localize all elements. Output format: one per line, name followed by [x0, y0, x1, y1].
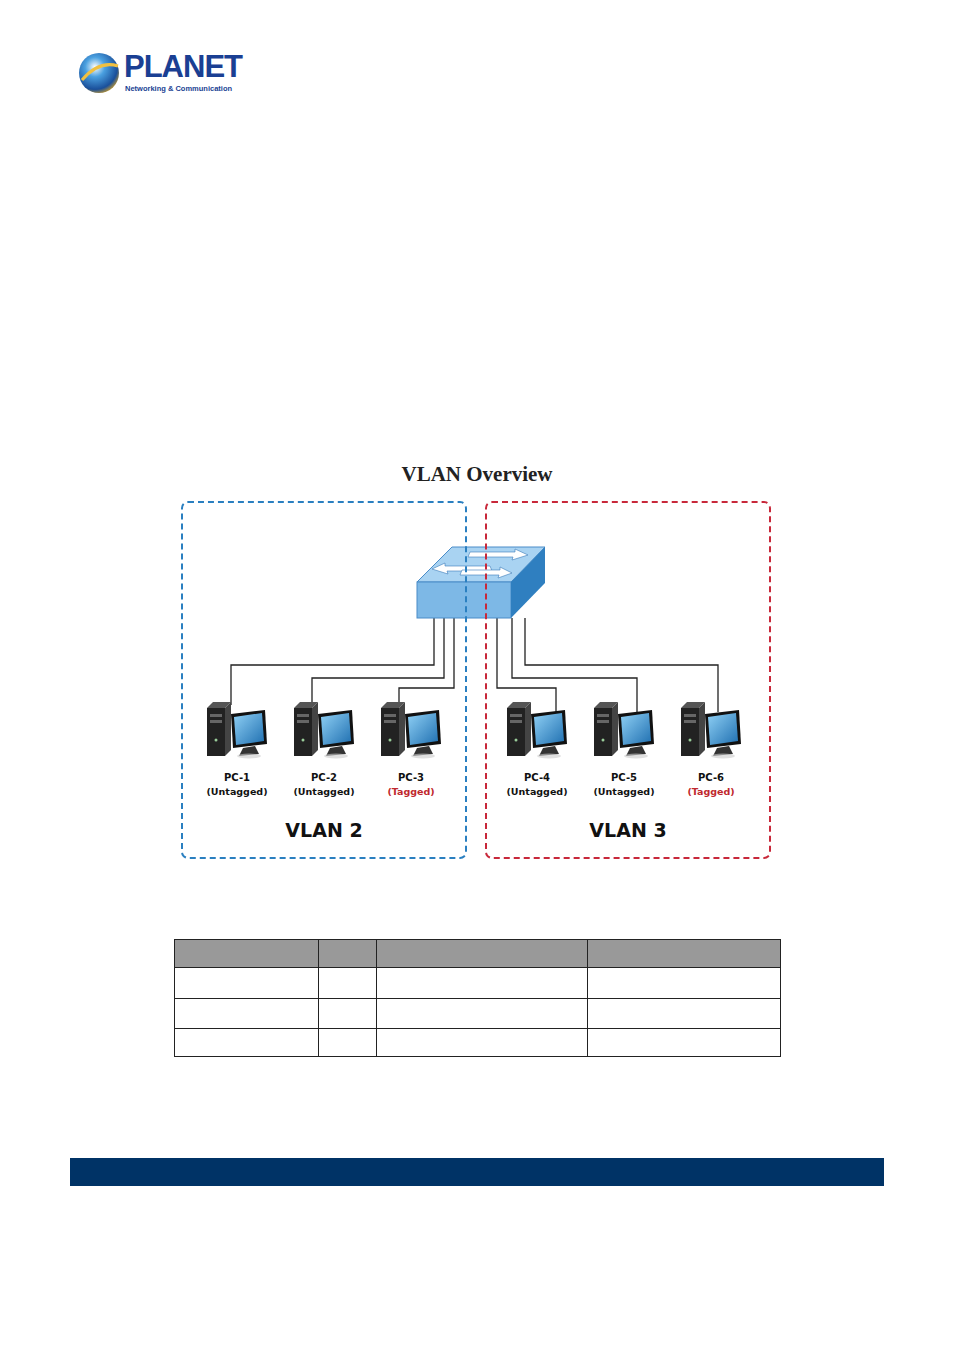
- tag-mode: (Tagged): [684, 785, 738, 799]
- wires: [231, 618, 718, 712]
- logo-subtitle: Networking & Communication: [125, 84, 232, 93]
- tag-mode: (Untagged): [504, 785, 571, 799]
- tag-mode: (Untagged): [591, 785, 658, 799]
- logo-text: PLANET: [124, 49, 242, 85]
- diagram-title: VLAN Overview: [0, 462, 954, 487]
- pc-name: PC-1: [204, 771, 271, 785]
- footer-bar: [70, 1158, 884, 1186]
- pc-node: PC-3(Tagged): [384, 771, 438, 799]
- pc-name: PC-3: [384, 771, 438, 785]
- vlan-name: VLAN 2: [183, 819, 465, 841]
- empty-table: [174, 939, 781, 1057]
- pc-name: PC-4: [504, 771, 571, 785]
- pc-node: PC-1(Untagged): [204, 771, 271, 799]
- vlan-region: VLAN 3PC-4(Untagged)PC-5(Untagged)PC-6(T…: [485, 501, 771, 859]
- pc-name: PC-6: [684, 771, 738, 785]
- logo-globe: [79, 53, 119, 93]
- vlan-name: VLAN 3: [487, 819, 769, 841]
- tag-mode: (Untagged): [204, 785, 271, 799]
- pc-name: PC-2: [291, 771, 358, 785]
- pc-node: PC-4(Untagged): [504, 771, 571, 799]
- pc-node: PC-5(Untagged): [591, 771, 658, 799]
- pc-name: PC-5: [591, 771, 658, 785]
- tag-mode: (Untagged): [291, 785, 358, 799]
- tag-mode: (Tagged): [384, 785, 438, 799]
- pc-node: PC-6(Tagged): [684, 771, 738, 799]
- switch-icon: [417, 547, 545, 618]
- pc-node: PC-2(Untagged): [291, 771, 358, 799]
- pc-icons: [207, 702, 741, 759]
- vlan-region: VLAN 2PC-1(Untagged)PC-2(Untagged)PC-3(T…: [181, 501, 467, 859]
